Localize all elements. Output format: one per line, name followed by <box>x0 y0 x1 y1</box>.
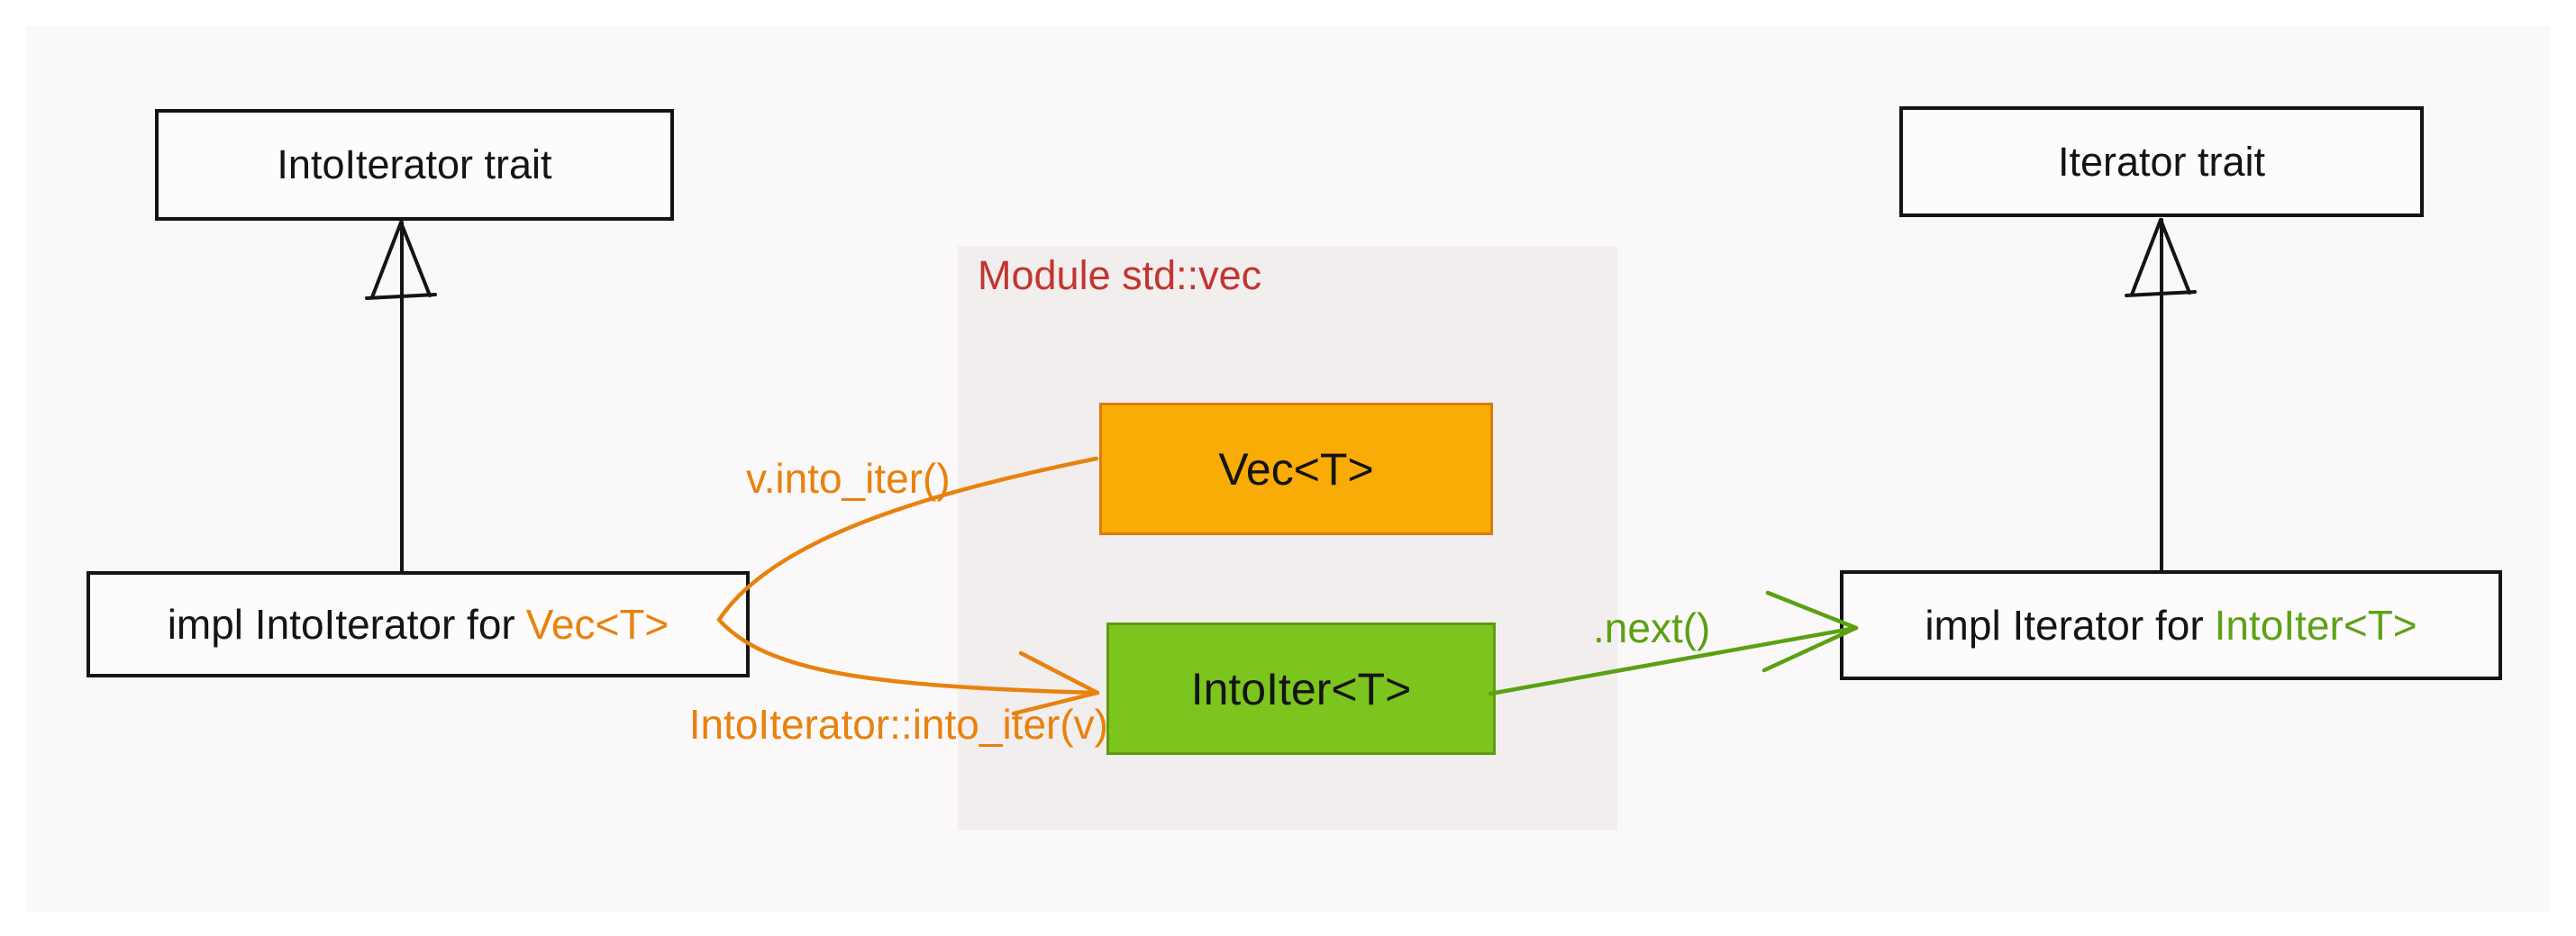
impl-into-iterator-prefix: impl IntoIterator for <box>167 601 515 648</box>
edge-label-into-iterator-into-iter: IntoIterator::into_iter(v) <box>688 701 1108 748</box>
into-iter-struct-label: IntoIter<T> <box>1190 663 1412 714</box>
impl-into-iterator-type: Vec<T> <box>525 601 669 648</box>
impl-iterator-box: impl Iterator for IntoIter<T> <box>1840 570 2502 680</box>
iterator-trait-label: Iterator trait <box>2057 138 2266 185</box>
into-iterator-trait-box: IntoIterator trait <box>155 109 674 221</box>
into-iterator-trait-label: IntoIterator trait <box>277 141 552 187</box>
module-std-vec-title: Module std::vec <box>978 252 1262 298</box>
edge-label-next: .next() <box>1593 604 1711 651</box>
impl-iterator-prefix: impl Iterator for <box>1925 602 2204 649</box>
vec-struct-box: Vec<T> <box>1099 403 1493 535</box>
impl-iterator-type: IntoIter<T> <box>2214 602 2417 649</box>
into-iter-struct-box: IntoIter<T> <box>1106 622 1496 755</box>
vec-struct-label: Vec<T> <box>1218 443 1374 495</box>
iterator-trait-box: Iterator trait <box>1899 106 2424 217</box>
impl-into-iterator-box: impl IntoIterator for Vec<T> <box>86 571 750 677</box>
edge-label-v-into-iter: v.into_iter() <box>746 455 951 502</box>
